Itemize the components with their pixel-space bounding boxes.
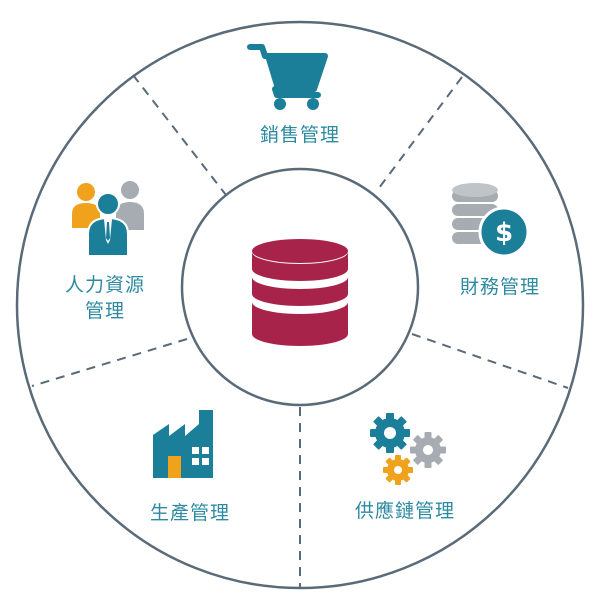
coins-dollar-icon: $ bbox=[452, 183, 530, 258]
finance-label-text: 財務管理 bbox=[459, 276, 540, 298]
database-icon bbox=[252, 239, 348, 346]
hr-label-line2: 管理 bbox=[84, 300, 125, 322]
divider-production-hr bbox=[31, 338, 188, 387]
finance-label: 財務管理 bbox=[440, 274, 560, 300]
divider-sales-finance bbox=[375, 76, 463, 193]
supply-chain-label: 供應鏈管理 bbox=[330, 498, 480, 524]
people-icon bbox=[72, 181, 144, 257]
segment-dividers bbox=[31, 74, 569, 588]
factory-icon bbox=[153, 410, 213, 478]
divider-hr-sales bbox=[132, 74, 227, 196]
production-label-text: 生產管理 bbox=[149, 502, 230, 524]
inner-ring bbox=[180, 167, 420, 407]
hr-label-line1: 人力資源 bbox=[64, 274, 145, 296]
sales-label-text: 銷售管理 bbox=[259, 124, 340, 146]
sales-label: 銷售管理 bbox=[240, 122, 360, 148]
production-label: 生產管理 bbox=[130, 500, 250, 526]
hr-label: 人力資源 管理 bbox=[45, 272, 165, 324]
supply-chain-label-text: 供應鏈管理 bbox=[354, 500, 455, 522]
divider-finance-supply bbox=[411, 333, 569, 389]
shopping-cart-icon bbox=[247, 44, 328, 110]
svg-text:$: $ bbox=[495, 218, 513, 248]
gears-icon bbox=[370, 413, 446, 485]
